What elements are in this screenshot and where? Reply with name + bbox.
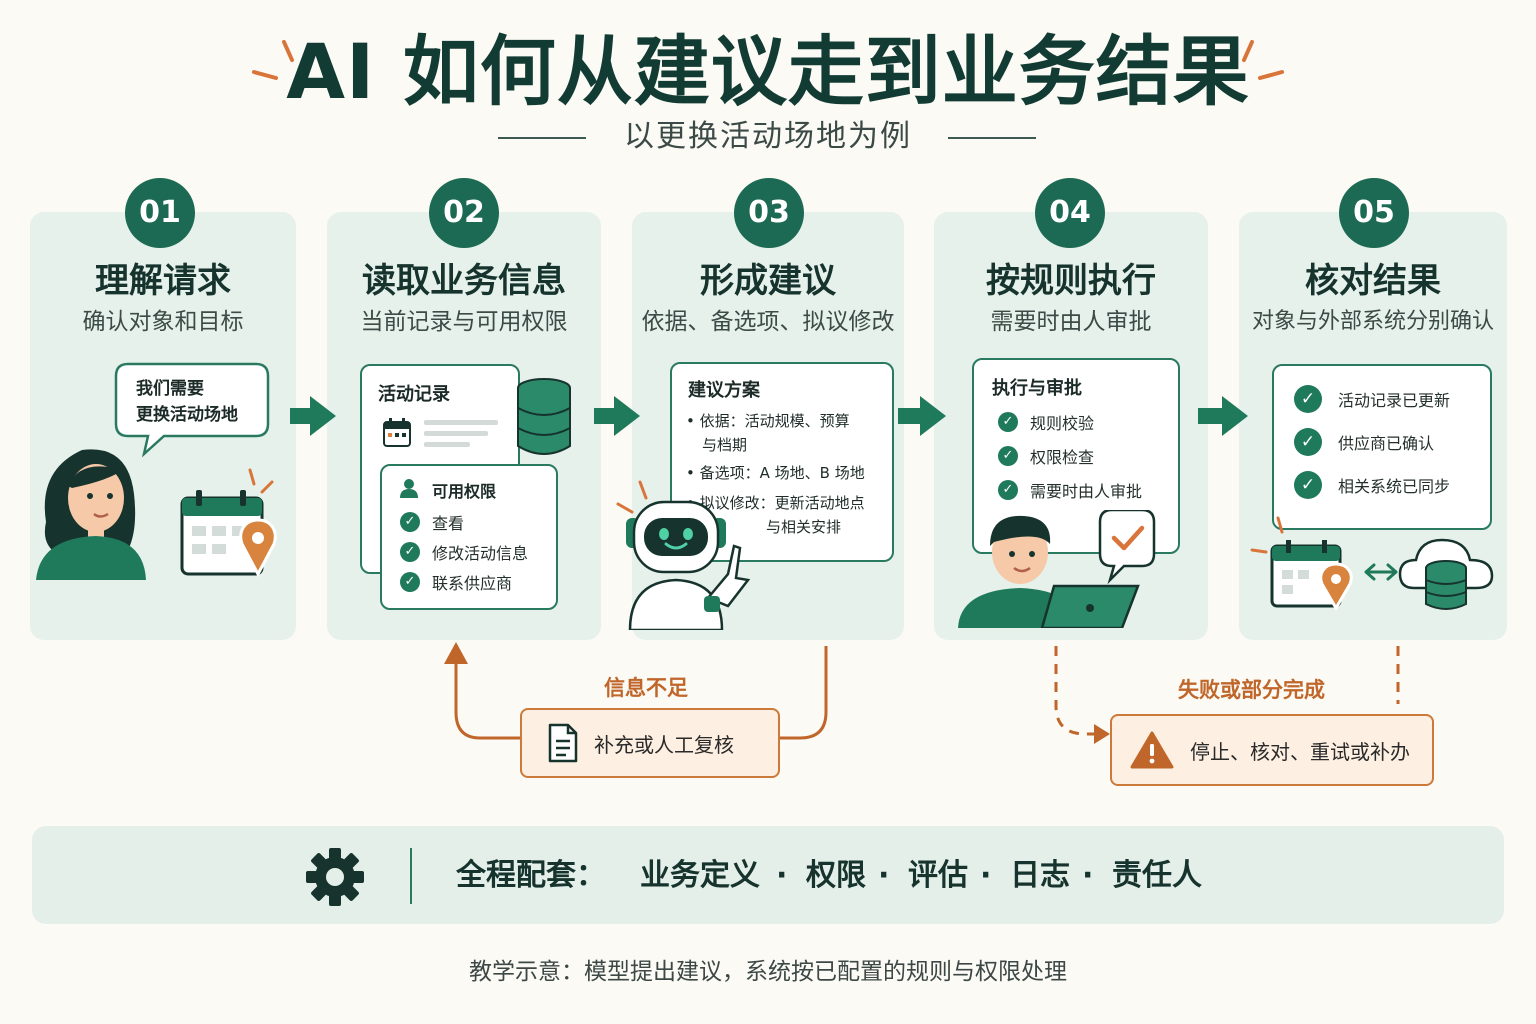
execution-label: 权限检查 — [1030, 448, 1095, 467]
flow-arrow-4 — [1222, 396, 1248, 436]
permission-label: 联系供应商 — [432, 574, 513, 593]
database-icon — [517, 378, 571, 455]
gear-icon — [306, 848, 364, 906]
recovery-box-label: 停止、核对、重试或补办 — [1190, 739, 1410, 764]
footer-note: 教学示意：模型提出建议，系统按已配置的规则与权限处理 — [469, 959, 1067, 985]
flow-arrow-1 — [310, 396, 336, 436]
proposal-item-3-line-1: • 拟议修改：更新活动地点 — [686, 494, 865, 512]
band-separator: · — [878, 858, 890, 893]
band-item-logs: 日志 — [1010, 858, 1070, 893]
result-item: ✓ 相关系统已同步 — [1294, 471, 1450, 499]
flow-arrow-2 — [614, 396, 640, 436]
permission-item: ✓ 查看 — [400, 510, 464, 534]
step-title-5: 核对结果 — [1305, 261, 1441, 301]
band-item-business-definition: 业务定义 — [640, 858, 760, 893]
step-subtitle-5: 对象与外部系统分别确认 — [1251, 309, 1494, 334]
step-title-2: 读取业务信息 — [362, 261, 566, 301]
permissions-title: 可用权限 — [432, 482, 497, 501]
check-icon: ✓ — [1294, 471, 1322, 499]
band-separator: · — [776, 858, 788, 893]
band-item-owner: 责任人 — [1112, 858, 1202, 893]
execution-title: 执行与审批 — [992, 378, 1082, 399]
title-spark-right-icon — [1242, 40, 1284, 80]
speech-bubble-line-1: 我们需要 — [136, 379, 204, 399]
result-item: ✓ 活动记录已更新 — [1294, 385, 1450, 413]
proposal-item-1-line-2: 与档期 — [702, 436, 748, 454]
permission-label: 修改活动信息 — [432, 544, 529, 563]
check-icon: ✓ — [1294, 428, 1322, 456]
step-subtitle-2: 当前记录与可用权限 — [360, 309, 568, 335]
support-band — [32, 826, 1504, 924]
check-icon: ✓ — [998, 446, 1018, 466]
check-icon: ✓ — [998, 480, 1018, 500]
proposal-title: 建议方案 — [688, 380, 760, 401]
band-lead: 全程配套： — [456, 858, 606, 893]
permission-item: ✓ 修改活动信息 — [400, 540, 528, 564]
woman-avatar-icon — [36, 449, 146, 580]
title-spark-left-icon — [252, 40, 294, 80]
execution-item: ✓ 权限检查 — [998, 444, 1094, 468]
step-number-3: 03 — [734, 178, 804, 248]
subtitle-rule-left — [498, 137, 586, 139]
speech-bubble — [114, 362, 270, 458]
recovery-box: 停止、核对、重试或补办 — [1110, 714, 1434, 786]
band-item-permissions: 权限 — [806, 858, 866, 893]
step-subtitle-4: 需要时由人审批 — [990, 309, 1152, 335]
page-title: AI 如何从建议走到业务结果 — [286, 27, 1250, 116]
band-separator: · — [980, 858, 992, 893]
review-box: 补充或人工复核 — [520, 708, 780, 778]
step-number-4: 04 — [1035, 178, 1105, 248]
check-icon: ✓ — [998, 412, 1018, 432]
check-icon: ✓ — [400, 512, 420, 532]
proposal-item-3-line-2: 与相关安排 — [766, 518, 842, 536]
record-calendar-icon — [383, 418, 498, 447]
failure-label: 失败或部分完成 — [1178, 678, 1325, 702]
execution-item: ✓ 规则校验 — [998, 410, 1094, 434]
page-subtitle: 以更换活动场地为例 — [624, 119, 912, 154]
proposal-item-2-line-1: • 备选项：A 场地、B 场地 — [686, 464, 865, 482]
flow-arrow-1-stem — [290, 408, 310, 424]
check-icon: ✓ — [400, 542, 420, 562]
result-label: 活动记录已更新 — [1338, 391, 1451, 410]
step-number-2: 02 — [429, 178, 499, 248]
permission-label: 查看 — [432, 514, 465, 533]
review-box-label: 补充或人工复核 — [594, 732, 734, 757]
calendar-sync-cloud-icon — [1250, 516, 1494, 611]
step-title-4: 按规则执行 — [986, 261, 1156, 301]
insufficient-info-label: 信息不足 — [604, 676, 688, 700]
speech-bubble-line-2: 更换活动场地 — [136, 405, 238, 425]
check-icon: ✓ — [400, 572, 420, 592]
warning-icon — [1130, 731, 1174, 769]
execution-label: 规则校验 — [1030, 414, 1095, 433]
result-item: ✓ 供应商已确认 — [1294, 428, 1434, 456]
band-divider — [410, 848, 412, 904]
step-title-3: 形成建议 — [700, 261, 836, 301]
step-number-1: 01 — [125, 178, 195, 248]
result-label: 供应商已确认 — [1338, 434, 1435, 453]
band-item-evaluation: 评估 — [908, 858, 968, 893]
result-label: 相关系统已同步 — [1338, 477, 1451, 496]
robot-assistant-icon — [616, 480, 751, 630]
flow-arrow-3 — [920, 396, 946, 436]
document-icon — [548, 723, 578, 763]
activity-record-title: 活动记录 — [378, 384, 450, 405]
flow-arrow-3-stem — [898, 408, 920, 424]
permission-item: ✓ 联系供应商 — [400, 570, 512, 594]
check-icon: ✓ — [1294, 385, 1322, 413]
reviewer-at-laptop-icon — [958, 510, 1156, 628]
band-separator: · — [1082, 858, 1094, 893]
execution-item: ✓ 需要时由人审批 — [998, 478, 1142, 502]
step-subtitle-3: 依据、备选项、拟议修改 — [641, 309, 895, 335]
flow-arrow-4-stem — [1198, 408, 1222, 424]
step-subtitle-1: 确认对象和目标 — [82, 309, 244, 335]
user-icon — [400, 479, 418, 498]
proposal-item-1-line-1: • 依据：活动规模、预算 — [686, 412, 850, 430]
calendar-location-icon — [180, 468, 277, 578]
subtitle-rule-right — [948, 137, 1036, 139]
execution-label: 需要时由人审批 — [1030, 482, 1143, 501]
flow-arrow-2-stem — [594, 408, 614, 424]
step-number-5: 05 — [1339, 178, 1409, 248]
step-title-1: 理解请求 — [95, 261, 231, 301]
